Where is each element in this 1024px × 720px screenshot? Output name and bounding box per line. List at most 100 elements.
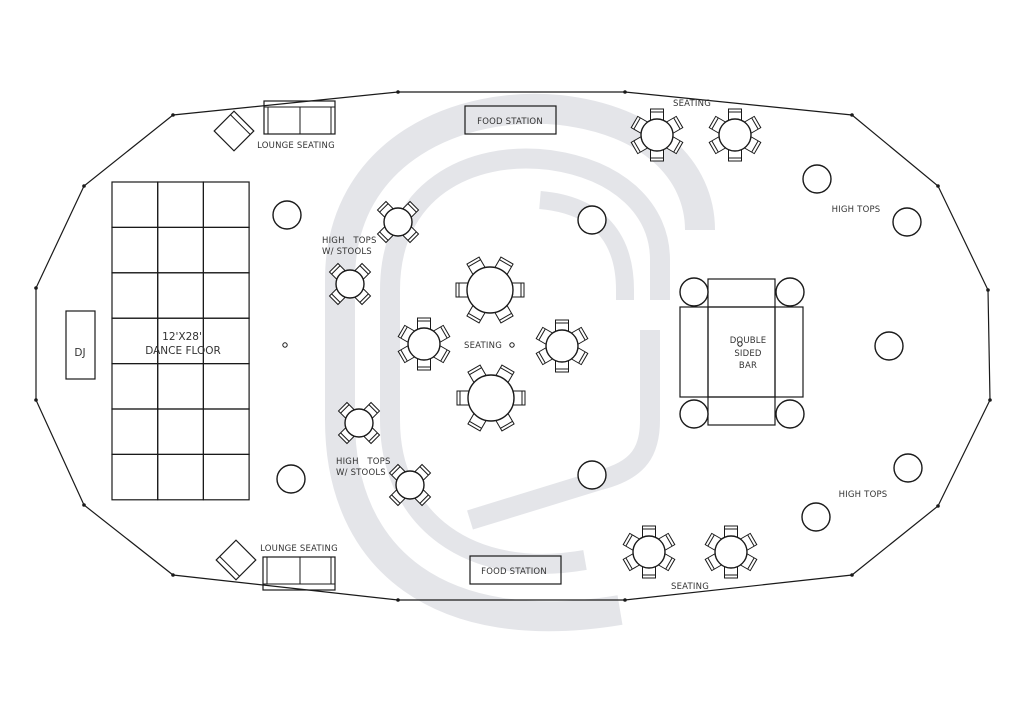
bar-label-line3: BAR bbox=[739, 361, 757, 371]
six-seat-table[interactable] bbox=[708, 108, 762, 162]
location-markers bbox=[282, 341, 743, 348]
high-top-table[interactable] bbox=[577, 460, 607, 490]
marker-dot bbox=[282, 342, 288, 348]
table-top bbox=[714, 535, 748, 569]
bar-high-top[interactable] bbox=[679, 399, 709, 429]
table-top bbox=[395, 470, 425, 500]
high-tops-stools-top-label-1: HIGH TOPS bbox=[322, 236, 377, 246]
table-top bbox=[383, 207, 413, 237]
chair-icon bbox=[354, 288, 372, 306]
dance-floor-tile bbox=[157, 226, 204, 274]
table-top bbox=[466, 266, 514, 314]
dance-floor-tile bbox=[157, 363, 204, 410]
tent-stake bbox=[82, 184, 86, 188]
food-station-top[interactable] bbox=[464, 105, 557, 135]
high-top-table[interactable] bbox=[893, 453, 923, 483]
food-station-bottom[interactable] bbox=[469, 555, 562, 585]
lounge-seating-bottom-label: LOUNGE SEATING bbox=[260, 544, 338, 554]
tent-stake-points bbox=[34, 90, 992, 602]
dance-floor-tile bbox=[202, 226, 250, 274]
dance-floor-tile bbox=[157, 408, 204, 456]
high-tops-stools-bottom-label-1: HIGH TOPS bbox=[336, 457, 391, 467]
six-seat-table[interactable] bbox=[630, 108, 684, 162]
dj-booth[interactable] bbox=[65, 310, 96, 380]
tent-stake bbox=[396, 90, 400, 94]
dance-floor-label: DANCE FLOOR bbox=[145, 345, 221, 357]
dance-floor-tile bbox=[202, 272, 250, 319]
tent-stake bbox=[936, 504, 940, 508]
bar-label-line1: DOUBLE bbox=[730, 336, 767, 346]
table-top bbox=[640, 118, 674, 152]
high-top-table[interactable] bbox=[874, 331, 904, 361]
table-top bbox=[632, 535, 666, 569]
high-top-table[interactable] bbox=[802, 164, 832, 194]
high-top-table[interactable] bbox=[272, 200, 302, 230]
large-six-seat-table[interactable] bbox=[456, 364, 526, 432]
bar-high-top[interactable] bbox=[679, 277, 709, 307]
dance-floor[interactable] bbox=[111, 181, 250, 501]
sofa-icon bbox=[263, 100, 336, 135]
dance-floor-size-label: 12'X28' bbox=[162, 331, 202, 343]
bar-center bbox=[707, 306, 776, 398]
tent-stake bbox=[986, 288, 990, 292]
food-station-top-label: FOOD STATION bbox=[477, 117, 543, 127]
sofa-icon bbox=[262, 556, 336, 591]
lounge-seating-top[interactable] bbox=[213, 100, 336, 152]
chair-icon bbox=[456, 390, 470, 406]
dance-floor-tile bbox=[111, 363, 159, 410]
high-top-with-stools[interactable] bbox=[328, 262, 372, 306]
bar-high-top[interactable] bbox=[775, 399, 805, 429]
table-top bbox=[718, 118, 752, 152]
marker-dot bbox=[737, 341, 743, 347]
chair-icon bbox=[512, 390, 526, 406]
bar-high-top[interactable] bbox=[775, 277, 805, 307]
six-seat-table[interactable] bbox=[704, 525, 758, 579]
lounge-seating-bottom[interactable] bbox=[215, 539, 336, 591]
dj-label: DJ bbox=[74, 347, 85, 359]
six-seat-table[interactable] bbox=[397, 317, 451, 371]
food-station-bottom-label: FOOD STATION bbox=[481, 567, 547, 577]
table-top bbox=[407, 327, 441, 361]
high-top-table[interactable] bbox=[892, 207, 922, 237]
high-top-with-stools[interactable] bbox=[376, 200, 420, 244]
dance-floor-tile bbox=[202, 453, 250, 501]
dance-floor-tile bbox=[157, 181, 204, 229]
seating-top-label: SEATING bbox=[673, 99, 711, 109]
tent-stake bbox=[82, 503, 86, 507]
tent-stake bbox=[988, 398, 992, 402]
tent-stake bbox=[171, 573, 175, 577]
tent-stake bbox=[936, 184, 940, 188]
chair-icon bbox=[402, 200, 420, 218]
high-top-table[interactable] bbox=[577, 205, 607, 235]
table-top bbox=[335, 269, 365, 299]
chair-icon bbox=[455, 282, 469, 298]
lounge-chair-icon bbox=[215, 539, 257, 581]
dance-floor-tile bbox=[157, 453, 204, 501]
bar-label-line2: SIDED bbox=[734, 349, 762, 359]
dance-floor-tile bbox=[111, 453, 159, 501]
dance-floor-tile bbox=[111, 272, 159, 319]
high-tops-right-bottom-label: HIGH TOPS bbox=[839, 490, 888, 500]
high-top-with-stools[interactable] bbox=[388, 463, 432, 507]
tent-stake bbox=[623, 90, 627, 94]
seating-center-label: SEATING bbox=[464, 341, 502, 351]
high-top-table[interactable] bbox=[801, 502, 831, 532]
double-sided-bar[interactable] bbox=[679, 277, 805, 429]
six-seat-table[interactable] bbox=[622, 525, 676, 579]
high-top-with-stools[interactable] bbox=[337, 401, 381, 445]
tent-stake bbox=[623, 598, 627, 602]
dance-floor-tile bbox=[157, 272, 204, 319]
seating-tables bbox=[272, 108, 923, 579]
dance-floor-tile bbox=[202, 363, 250, 410]
tent-stake bbox=[34, 398, 38, 402]
lounge-chair-icon bbox=[213, 110, 255, 152]
tent-stake bbox=[850, 573, 854, 577]
high-top-table[interactable] bbox=[276, 464, 306, 494]
table-top bbox=[344, 408, 374, 438]
seating-bottom-label: SEATING bbox=[671, 582, 709, 592]
lounge-seating-top-label: LOUNGE SEATING bbox=[257, 141, 335, 151]
six-seat-table[interactable] bbox=[535, 319, 589, 373]
large-six-seat-table[interactable] bbox=[455, 256, 525, 324]
high-tops-right-top-label: HIGH TOPS bbox=[832, 205, 881, 215]
